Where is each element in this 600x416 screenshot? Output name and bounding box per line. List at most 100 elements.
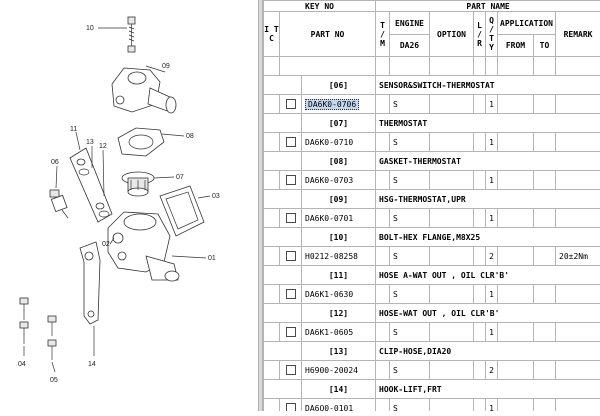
header-from: FROM bbox=[498, 35, 534, 57]
engine-cell: S bbox=[390, 399, 430, 412]
callout-06: 06 bbox=[51, 159, 59, 166]
select-checkbox[interactable] bbox=[286, 175, 296, 185]
group-row-06: [06] SENSOR&SWITCH-THERMOSTAT bbox=[264, 76, 600, 95]
part-no-cell[interactable]: DA6K1-0605 bbox=[302, 323, 376, 342]
part-no-cell[interactable]: DA6K0-0710 bbox=[302, 133, 376, 152]
parts-list-panel: KEY NO PART NAME I T C PART NO T / M ENG… bbox=[263, 0, 600, 411]
part-no-selected[interactable]: DA6K0-0706 bbox=[305, 99, 359, 110]
header-application: APPLICATION bbox=[498, 12, 556, 35]
bolts-04-drawing bbox=[20, 298, 28, 344]
bolts-05-drawing bbox=[48, 316, 56, 360]
part-no-cell[interactable]: DA6K0-0703 bbox=[302, 171, 376, 190]
table-row[interactable]: DA6Q0-0101 S 1 bbox=[264, 399, 600, 412]
remark-cell bbox=[556, 285, 600, 304]
qty-cell: 1 bbox=[486, 171, 498, 190]
key-no: [11] bbox=[302, 266, 376, 285]
table-row[interactable]: DA6K0-0710 S 1 bbox=[264, 133, 600, 152]
engine-cell: S bbox=[390, 209, 430, 228]
callout-10: 10 bbox=[86, 25, 94, 32]
parts-table: KEY NO PART NAME I T C PART NO T / M ENG… bbox=[263, 0, 600, 411]
qty-cell: 1 bbox=[486, 323, 498, 342]
group-row-10: [10] BOLT-HEX FLANGE,M8X25 bbox=[264, 228, 600, 247]
callout-02: 02 bbox=[102, 241, 110, 248]
header-part-name: PART NAME bbox=[376, 1, 600, 12]
remark-cell bbox=[556, 209, 600, 228]
part-name: HSG-THERMOSTAT,UPR bbox=[376, 190, 600, 209]
engine-cell: S bbox=[390, 247, 430, 266]
qty-cell: 2 bbox=[486, 361, 498, 380]
qty-cell: 1 bbox=[486, 209, 498, 228]
header-tm: T / M bbox=[376, 12, 390, 57]
remark-cell bbox=[556, 95, 600, 114]
header-qty: Q / T Y bbox=[486, 12, 498, 57]
thermostat-drawing bbox=[122, 172, 154, 196]
part-name: SENSOR&SWITCH-THERMOSTAT bbox=[376, 76, 600, 95]
callout-04: 04 bbox=[18, 361, 26, 368]
engine-cell: S bbox=[390, 285, 430, 304]
engine-cell: S bbox=[390, 171, 430, 190]
select-checkbox[interactable] bbox=[286, 251, 296, 261]
key-no: [13] bbox=[302, 342, 376, 361]
bolt-10-drawing bbox=[128, 17, 135, 52]
gasket-thermostat-drawing bbox=[118, 128, 164, 156]
header-remark: REMARK bbox=[556, 12, 600, 57]
part-no-cell[interactable]: H0212-08258 bbox=[302, 247, 376, 266]
header-engine: ENGINE bbox=[390, 12, 430, 35]
part-name: CLIP-HOSE,DIA20 bbox=[376, 342, 600, 361]
select-checkbox[interactable] bbox=[286, 289, 296, 299]
callout-07: 07 bbox=[176, 174, 184, 181]
table-row[interactable]: DA6K0-0703 S 1 bbox=[264, 171, 600, 190]
group-row-08: [08] GASKET-THERMOSTAT bbox=[264, 152, 600, 171]
group-row-07: [07] THERMOSTAT bbox=[264, 114, 600, 133]
part-name: GASKET-THERMOSTAT bbox=[376, 152, 600, 171]
engine-cell: S bbox=[390, 133, 430, 152]
header-to: TO bbox=[534, 35, 556, 57]
key-no: [08] bbox=[302, 152, 376, 171]
diagram-drawing: 10 09 08 07 03 01 11 13 12 06 02 04 05 1… bbox=[0, 0, 258, 411]
group-row-09: [09] HSG-THERMOSTAT,UPR bbox=[264, 190, 600, 209]
table-row[interactable]: DA6K0-0706 S 1 bbox=[264, 95, 600, 114]
select-checkbox[interactable] bbox=[286, 327, 296, 337]
remark-cell bbox=[556, 171, 600, 190]
callout-03: 03 bbox=[212, 193, 220, 200]
remark-cell: 20±2Nm bbox=[556, 247, 600, 266]
table-row[interactable]: DA6K1-0605 S 1 bbox=[264, 323, 600, 342]
thermostat-housing-upper-drawing bbox=[112, 68, 176, 113]
remark-cell bbox=[556, 323, 600, 342]
qty-cell: 1 bbox=[486, 285, 498, 304]
callout-01: 01 bbox=[208, 255, 216, 262]
key-no: [09] bbox=[302, 190, 376, 209]
select-checkbox[interactable] bbox=[286, 403, 296, 411]
gasket-03-drawing bbox=[160, 186, 204, 236]
key-no: [10] bbox=[302, 228, 376, 247]
table-row[interactable]: DA6K1-0630 S 1 bbox=[264, 285, 600, 304]
table-header: KEY NO PART NAME I T C PART NO T / M ENG… bbox=[264, 1, 600, 57]
remark-cell bbox=[556, 133, 600, 152]
group-row-11: [11] HOSE A-WAT OUT , OIL CLR'B' bbox=[264, 266, 600, 285]
group-row-12: [12] HOSE-WAT OUT , OIL CLR'B' bbox=[264, 304, 600, 323]
part-no-cell[interactable]: DA6K1-0630 bbox=[302, 285, 376, 304]
qty-cell: 2 bbox=[486, 247, 498, 266]
callout-14: 14 bbox=[88, 361, 96, 368]
part-no-cell[interactable]: H6900-20024 bbox=[302, 361, 376, 380]
part-name: BOLT-HEX FLANGE,M8X25 bbox=[376, 228, 600, 247]
select-checkbox[interactable] bbox=[286, 365, 296, 375]
part-no-cell[interactable]: DA6K0-0701 bbox=[302, 209, 376, 228]
part-no-cell[interactable]: DA6K0-0706 bbox=[302, 95, 376, 114]
select-checkbox[interactable] bbox=[286, 137, 296, 147]
part-name: HOSE A-WAT OUT , OIL CLR'B' bbox=[376, 266, 600, 285]
engine-cell: S bbox=[390, 323, 430, 342]
part-name: HOSE-WAT OUT , OIL CLR'B' bbox=[376, 304, 600, 323]
remark-cell bbox=[556, 399, 600, 412]
table-row[interactable]: H6900-20024 S 2 bbox=[264, 361, 600, 380]
engine-cell: S bbox=[390, 95, 430, 114]
part-name: HOOK-LIFT,FRT bbox=[376, 380, 600, 399]
qty-cell: 1 bbox=[486, 133, 498, 152]
part-no-cell[interactable]: DA6Q0-0101 bbox=[302, 399, 376, 412]
table-row[interactable]: H0212-08258 S 2 20±2Nm bbox=[264, 247, 600, 266]
callout-08: 08 bbox=[186, 133, 194, 140]
table-row[interactable]: DA6K0-0701 S 1 bbox=[264, 209, 600, 228]
select-checkbox[interactable] bbox=[286, 99, 296, 109]
select-checkbox[interactable] bbox=[286, 213, 296, 223]
sensor-thermostat-drawing bbox=[50, 190, 68, 218]
